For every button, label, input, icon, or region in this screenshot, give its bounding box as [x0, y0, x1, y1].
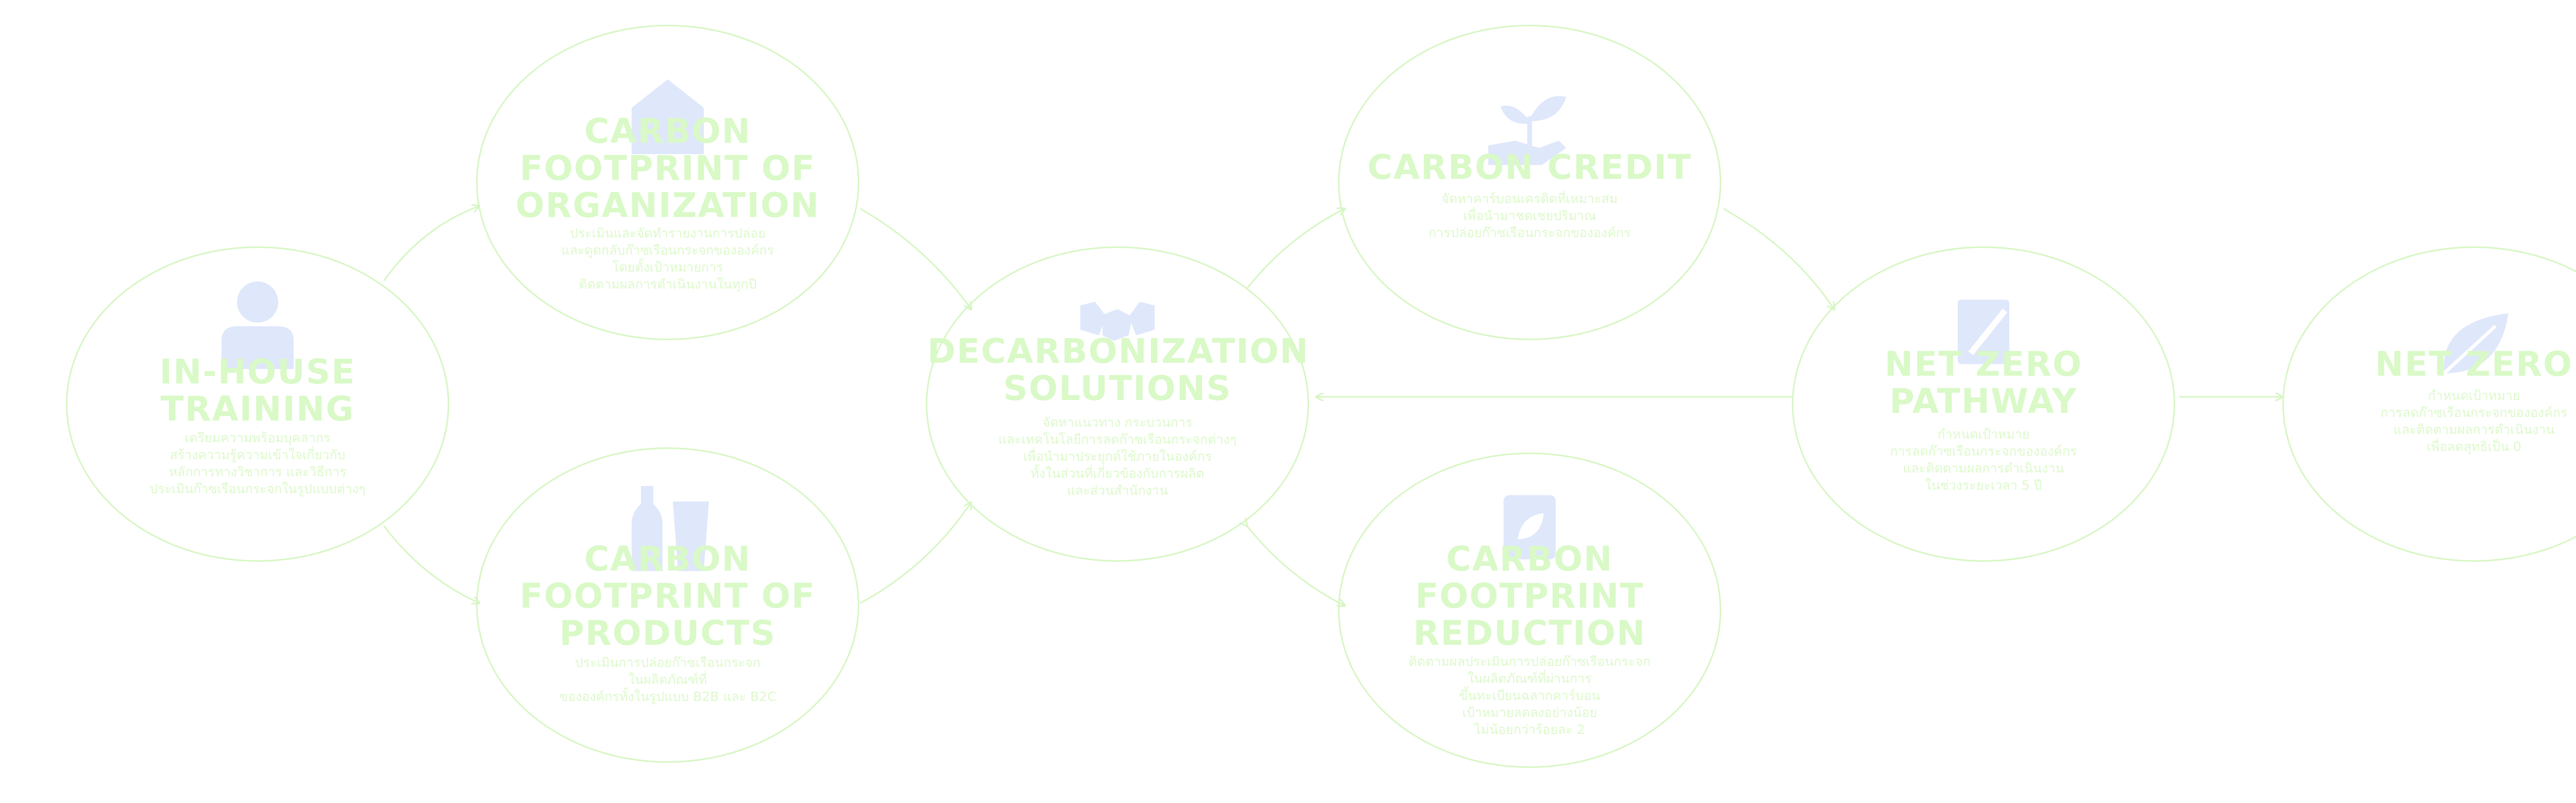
bottle-glass-icon: [632, 486, 709, 571]
arrow-cfo-to-decarb: [860, 208, 971, 309]
node-carbon-credit: CARBON CREDIT จัดหาคาร์บอนเครดิตที่เหมาะ…: [1338, 25, 1721, 340]
arrow-credit-to-pathway: [1723, 208, 1834, 309]
arrow-cfp-to-decarb: [860, 503, 971, 604]
node-title: NET ZERO: [2375, 344, 2573, 384]
node-carbon-footprint-reduction: CARBON FOOTPRINT REDUCTION ติดตามผลประเม…: [1338, 453, 1721, 768]
node-description: จัดหาแนวทาง กระบวนการ และเทคโนโลยีการลดก…: [998, 415, 1237, 498]
node-in-house-training: IN-HOUSE TRAINING เตรียมความพร้อมบุคลากร…: [66, 246, 449, 562]
node-title: DECARBONIZATION SOLUTIONS: [927, 331, 1310, 408]
node-description: กำหนดเป้าหมาย การลดก๊าซเรือนกระจกขององค์…: [2380, 388, 2568, 454]
node-description: ติดตามผลประเมินการปล่อยก๊าซเรือนกระจก ใน…: [1409, 654, 1651, 737]
node-title: IN-HOUSE TRAINING: [159, 352, 356, 429]
arrow-decarb-to-credit: [1246, 209, 1345, 289]
leaf-book-icon: [1503, 495, 1556, 560]
node-description: กำหนดเป้าหมาย การลดก๊าซเรือนกระจกขององค์…: [1890, 427, 2077, 493]
leaf-icon: [2443, 313, 2509, 375]
node-title: CARBON FOOTPRINT OF ORGANIZATION: [515, 111, 820, 225]
handshake-icon: [1080, 302, 1155, 341]
node-title: CARBON CREDIT: [1367, 147, 1692, 187]
arrow-decarb-to-reduction: [1247, 526, 1345, 606]
node-description: เตรียมความพร้อมบุคลากร สร้างความรู้ความเ…: [149, 430, 366, 496]
arrow-training-to-cfp: [383, 525, 479, 603]
notebook-pencil-icon: [1958, 299, 2009, 364]
node-description: ประเมินและจัดทำรายงานการปล่อย และดูดกลับ…: [561, 226, 774, 292]
node-net-zero-pathway: NET ZERO PATHWAY กำหนดเป้าหมาย การลดก๊าซ…: [1792, 246, 2175, 562]
arrow-training-to-cfo: [383, 206, 479, 281]
node-title: CARBON FOOTPRINT OF PRODUCTS: [519, 539, 816, 653]
node-decarbonization-solutions: DECARBONIZATION SOLUTIONS จัดหาแนวทาง กร…: [926, 246, 1309, 562]
node-title: NET ZERO PATHWAY: [1884, 344, 2083, 421]
house-icon: [632, 79, 704, 154]
node-carbon-footprint-products: CARBON FOOTPRINT OF PRODUCTS ประเมินการป…: [476, 447, 859, 763]
node-title: CARBON FOOTPRINT REDUCTION: [1413, 539, 1646, 653]
node-carbon-footprint-organization: CARBON FOOTPRINT OF ORGANIZATION ประเมิน…: [476, 25, 859, 340]
node-description: จัดหาคาร์บอนเครดิตที่เหมาะสม เพื่อนำมาชด…: [1428, 191, 1631, 240]
hand-plant-icon: [1488, 96, 1566, 165]
node-description: ประเมินการปล่อยก๊าซเรือนกระจก ในผลิตภัณฑ…: [559, 655, 776, 704]
person-icon: [222, 281, 294, 369]
